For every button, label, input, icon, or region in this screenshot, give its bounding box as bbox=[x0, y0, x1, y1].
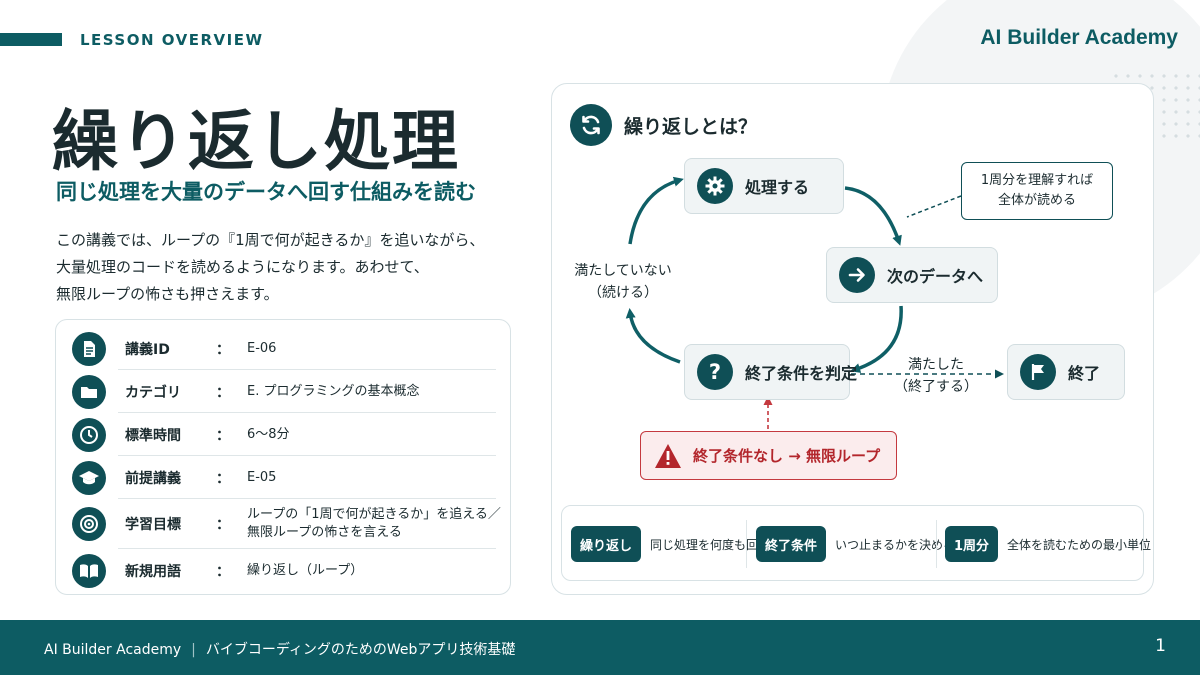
info-value: E-05 bbox=[247, 469, 277, 485]
question-icon: ? bbox=[697, 354, 733, 390]
description-line: この講義では、ループの『1周で何が起きるか』を追いながら、 bbox=[56, 231, 485, 249]
warning-text: 終了条件なし → 無限ループ bbox=[693, 447, 881, 465]
footer-course: バイブコーディングのためのWebアプリ技術基礎 bbox=[205, 642, 516, 658]
tip-callout: 1周分を理解すれば 全体が読める bbox=[961, 162, 1113, 220]
target-icon bbox=[72, 507, 106, 541]
met-label: 満たした （終了する） bbox=[888, 354, 984, 398]
row-divider bbox=[118, 548, 496, 549]
row-divider bbox=[118, 412, 496, 413]
info-key: カテゴリ bbox=[125, 384, 181, 401]
node-end: 終了 bbox=[1007, 344, 1125, 400]
clock-icon bbox=[72, 417, 106, 452]
info-row-prerequisite: 前提講義 ： E-05 bbox=[56, 456, 512, 499]
tip-line: 1周分を理解すれば bbox=[980, 173, 1094, 188]
info-row-duration: 標準時間 ： 6〜8分 bbox=[56, 413, 512, 456]
not-met-line: 満たしていない bbox=[574, 263, 672, 279]
legend-term: 1周分 bbox=[945, 526, 999, 562]
brand-logo-text: AI Builder Academy bbox=[980, 26, 1178, 49]
loop-diagram-panel: 繰り返しとは？ 処理する 次のデータへ ? 終了条件を判定 終了 1周分を理解す… bbox=[551, 83, 1154, 595]
node-process: 処理する bbox=[684, 158, 844, 214]
book-icon bbox=[72, 553, 106, 588]
section-label: LESSON OVERVIEW bbox=[80, 31, 264, 49]
not-met-line: （続ける） bbox=[588, 285, 658, 301]
info-colon: ： bbox=[216, 470, 230, 487]
gear-icon bbox=[697, 168, 733, 204]
not-met-label: 満たしていない （続ける） bbox=[560, 260, 686, 304]
info-key: 新規用語 bbox=[125, 563, 181, 580]
info-row-id: 講義ID ： E-06 bbox=[56, 327, 512, 370]
lesson-description: この講義では、ループの『1周で何が起きるか』を追いながら、 大量処理のコードを読… bbox=[56, 227, 526, 308]
met-line: （終了する） bbox=[894, 379, 978, 395]
info-row-goal: 学習目標 ： ループの「1周で何が起きるか」を追える／ 無限ループの怖さを言える bbox=[56, 499, 512, 549]
info-value: 繰り返し（ループ） bbox=[247, 562, 364, 578]
node-label: 終了 bbox=[1068, 364, 1101, 383]
description-line: 大量処理のコードを読めるようになります。あわせて、 bbox=[56, 258, 429, 276]
flow-arrows bbox=[625, 176, 1004, 429]
legend-desc: いつ止まるかを決める bbox=[835, 537, 956, 552]
legend-item-one-cycle: 1周分 全体を読むための最小単位 bbox=[945, 526, 1151, 562]
legend-desc: 同じ処理を何度も回す bbox=[650, 537, 771, 552]
footer-separator: | bbox=[191, 642, 196, 658]
row-divider bbox=[118, 498, 496, 499]
legend-divider bbox=[746, 520, 747, 568]
legend-term: 終了条件 bbox=[756, 526, 827, 562]
node-label: 次のデータへ bbox=[887, 267, 984, 286]
legend-item-loop: 繰り返し 同じ処理を何度も回す bbox=[571, 526, 770, 562]
met-line: 満たした bbox=[908, 357, 964, 373]
info-value: E-06 bbox=[247, 340, 277, 356]
refresh-icon bbox=[570, 104, 612, 146]
tip-line: 全体が読める bbox=[997, 193, 1076, 208]
info-key: 前提講義 bbox=[125, 470, 181, 487]
info-value-line: ループの「1周で何が起きるか」を追える／ bbox=[247, 507, 501, 522]
info-key: 学習目標 bbox=[125, 517, 181, 533]
info-key: 標準時間 bbox=[125, 427, 181, 444]
info-value: ループの「1周で何が起きるか」を追える／ 無限ループの怖さを言える bbox=[247, 506, 501, 542]
info-colon: ： bbox=[216, 341, 230, 358]
legend-divider bbox=[936, 520, 937, 568]
footer-info: AI Builder Academy | バイブコーディングのためのWebアプリ技術… bbox=[44, 639, 515, 659]
info-value: 6〜8分 bbox=[247, 426, 290, 442]
arrow-right-icon bbox=[839, 257, 875, 293]
info-colon: ： bbox=[216, 517, 230, 533]
info-row-terms: 新規用語 ： 繰り返し（ループ） bbox=[56, 549, 512, 592]
node-label: 終了条件を判定 bbox=[745, 364, 858, 383]
description-line: 無限ループの怖さも押さえます。 bbox=[56, 285, 279, 303]
row-divider bbox=[118, 455, 496, 456]
lesson-subtitle: 同じ処理を大量のデータへ回す仕組みを読む bbox=[56, 180, 476, 204]
header-accent-bar bbox=[0, 33, 62, 46]
node-judge-condition: ? 終了条件を判定 bbox=[684, 344, 857, 400]
graduation-cap-icon bbox=[72, 460, 106, 495]
folder-icon bbox=[72, 374, 106, 409]
legend-desc: 全体を読むための最小単位 bbox=[1007, 537, 1152, 552]
legend-item-end-condition: 終了条件 いつ止まるかを決める bbox=[756, 526, 955, 562]
node-label: 処理する bbox=[745, 178, 810, 197]
legend-term: 繰り返し bbox=[571, 526, 642, 562]
info-colon: ： bbox=[216, 563, 230, 580]
flag-icon bbox=[1020, 354, 1056, 390]
infinite-loop-warning: 終了条件なし → 無限ループ bbox=[640, 431, 897, 480]
footer-bar: AI Builder Academy | バイブコーディングのためのWebアプリ技術… bbox=[0, 620, 1200, 675]
info-row-category: カテゴリ ： E. プログラミングの基本概念 bbox=[56, 370, 512, 413]
info-colon: ： bbox=[216, 384, 230, 401]
lesson-title: 繰り返し処理 bbox=[52, 103, 460, 180]
warning-icon bbox=[655, 443, 681, 468]
info-colon: ： bbox=[216, 427, 230, 444]
info-value: E. プログラミングの基本概念 bbox=[247, 383, 420, 399]
page-number: 1 bbox=[1155, 636, 1166, 656]
term-legend: 繰り返し 同じ処理を何度も回す 終了条件 いつ止まるかを決める 1周分 全体を読… bbox=[561, 505, 1151, 581]
info-key: 講義ID bbox=[125, 341, 170, 358]
node-next-data: 次のデータへ bbox=[826, 247, 998, 303]
row-divider bbox=[118, 369, 496, 370]
info-value-line: 無限ループの怖さを言える bbox=[247, 525, 402, 540]
document-icon bbox=[72, 331, 106, 366]
footer-brand: AI Builder Academy bbox=[44, 642, 182, 658]
lesson-info-card: 講義ID ： E-06 カテゴリ ： E. プログラミングの基本概念 標準時間 … bbox=[55, 319, 511, 595]
diagram-title: 繰り返しとは？ bbox=[624, 116, 758, 138]
